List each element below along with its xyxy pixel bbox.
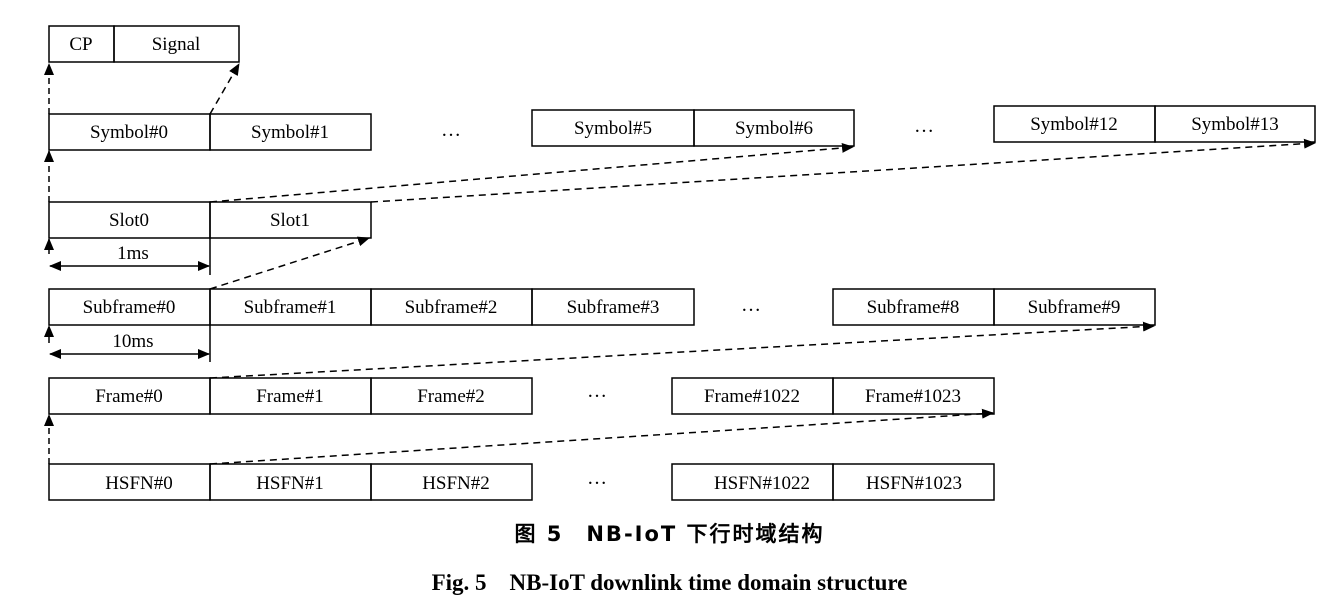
subframe-cell-3 — [531, 288, 695, 326]
frame-label-0: Frame#0 — [95, 386, 163, 407]
slot-row: Slot0 Slot1 — [48, 201, 372, 239]
subframe-label-2: Subframe#2 — [405, 297, 498, 318]
symbol-label-0: Symbol#0 — [90, 122, 168, 143]
slot-label-0: Slot0 — [109, 210, 149, 231]
frame-cell-1023 — [832, 377, 995, 415]
figure-caption-english: Fig. 5 NB-IoT downlink time domain struc… — [431, 570, 908, 595]
expand-hsfn-to-frame1023 — [209, 408, 994, 465]
symbol-label-6: Symbol#6 — [735, 118, 813, 139]
hsfn-label-1: HSFN#1 — [256, 473, 324, 494]
hsfn-label-2: HSFN#2 — [422, 473, 490, 494]
hsfn-ellipsis: … — [587, 467, 607, 489]
subframe-label-8: Subframe#8 — [867, 297, 960, 318]
frame-label-1023: Frame#1023 — [865, 386, 961, 407]
frame-label-1: Frame#1 — [256, 386, 324, 407]
symbol-cell-6 — [693, 109, 855, 147]
subframe-ellipsis: … — [741, 294, 761, 316]
hsfn-label-1023: HSFN#1023 — [866, 473, 962, 494]
hsfn-row: HSFN#0 HSFN#1 HSFN#2 HSFN#1022 HSFN#1023… — [48, 463, 995, 501]
symbol-ellipsis-2: … — [914, 115, 934, 137]
hsfn-label-0: HSFN#0 — [105, 473, 173, 494]
subframe-row: Subframe#0 Subframe#1 Subframe#2 Subfram… — [48, 288, 1156, 326]
dimension-10ms: 10ms — [49, 325, 211, 362]
frame-label-2: Frame#2 — [417, 386, 485, 407]
figure-caption-chinese: 图 5 NB-IoT 下行时域结构 — [514, 522, 825, 546]
subframe-label-9: Subframe#9 — [1028, 297, 1121, 318]
slot-cell-1 — [209, 201, 372, 239]
subframe-label-3: Subframe#3 — [567, 297, 660, 318]
dimension-1ms: 1ms — [49, 238, 211, 275]
cp-signal-row: CP Signal — [48, 25, 240, 63]
subframe-label-1: Subframe#1 — [244, 297, 337, 318]
frame-label-1022: Frame#1022 — [704, 386, 800, 407]
frame-cell-2 — [370, 377, 533, 415]
expand-subframe-to-slot1 — [209, 236, 370, 290]
symbol-ellipsis-1: … — [441, 119, 461, 141]
dim-1ms-label: 1ms — [117, 243, 149, 264]
expansion-arrows — [209, 63, 1316, 465]
time-domain-diagram: CP Signal Symbol#0 Symbol#1 Symbol#5 Sym… — [44, 25, 1316, 501]
expand-frame-to-subframe9 — [209, 321, 1155, 379]
frame-ellipsis: … — [587, 380, 607, 402]
symbol-label-1: Symbol#1 — [251, 122, 329, 143]
symbol-label-12: Symbol#12 — [1030, 114, 1118, 135]
symbol-cell-1 — [209, 113, 372, 151]
subframe-label-0: Subframe#0 — [83, 297, 176, 318]
hsfn-cell-2 — [370, 463, 533, 501]
symbol-label-5: Symbol#5 — [574, 118, 652, 139]
hsfn-cell-1023 — [832, 463, 995, 501]
symbol-cell-13 — [1154, 105, 1316, 143]
frame-row: Frame#0 Frame#1 Frame#2 Frame#1022 Frame… — [48, 377, 995, 415]
cp-label: CP — [69, 34, 92, 55]
subframe-cell-9 — [993, 288, 1156, 326]
signal-label: Signal — [152, 34, 201, 55]
signal-cell — [113, 25, 240, 63]
symbol-label-13: Symbol#13 — [1191, 114, 1279, 135]
expand-slot1-to-symbol13 — [370, 138, 1316, 203]
hsfn-label-1022: HSFN#1022 — [714, 473, 810, 494]
slot-label-1: Slot1 — [270, 210, 310, 231]
dim-10ms-label: 10ms — [112, 331, 153, 352]
symbol-row: Symbol#0 Symbol#1 Symbol#5 Symbol#6 Symb… — [48, 105, 1316, 151]
expand-symbol-to-signal — [209, 63, 240, 115]
expand-slot0-to-symbol6 — [209, 142, 854, 203]
